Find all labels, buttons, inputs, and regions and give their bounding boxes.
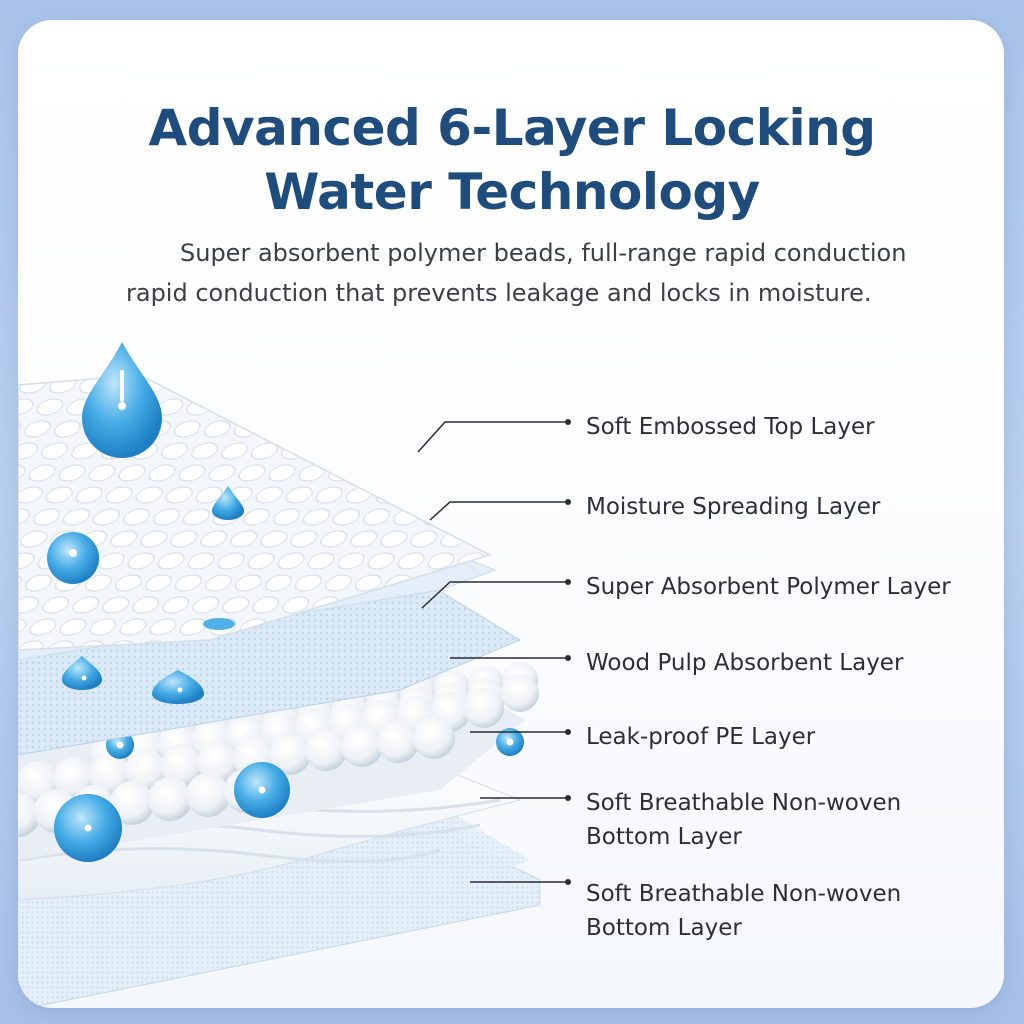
layer-label-nonwoven-2: Soft Breathable Non-woven Bottom Layer <box>586 877 1006 945</box>
layer-label-nonwoven-2-line1: Soft Breathable Non-woven <box>586 881 902 907</box>
polymer-bead <box>341 725 383 767</box>
polymer-bead <box>413 717 455 759</box>
water-bead-highlight <box>84 824 92 832</box>
layer-label-polymer: Super Absorbent Polymer Layer <box>586 574 951 600</box>
layer-label-nonwoven-2-line2: Bottom Layer <box>586 915 742 941</box>
subtitle-line-1: Super absorbent polymer beads, full-rang… <box>180 239 907 267</box>
polymer-bead <box>125 749 167 791</box>
polymer-bead <box>148 777 192 821</box>
polymer-bead <box>161 745 203 787</box>
polymer-bead <box>197 741 239 783</box>
water-bead-highlight <box>116 741 124 749</box>
layer-label-top: Soft Embossed Top Layer <box>586 414 875 440</box>
subtitle-line-2: rapid conduction that prevents leakage a… <box>126 279 872 307</box>
layer-label-leak-proof: Leak-proof PE Layer <box>586 724 816 750</box>
polymer-bead <box>305 729 347 771</box>
polymer-bead <box>110 781 154 825</box>
water-droplet-small-icon <box>212 486 244 520</box>
water-droplet-icon <box>62 656 204 704</box>
page-title: Advanced 6-Layer Locking Water Technolog… <box>0 96 1024 224</box>
leader-lines <box>417 421 568 883</box>
layer-label-nonwoven-1-line2: Bottom Layer <box>586 824 742 850</box>
layer-label-nonwoven-1-line1: Soft Breathable Non-woven <box>586 790 902 816</box>
water-bead-highlight <box>258 786 266 794</box>
water-bead-icon <box>47 532 99 584</box>
polymer-bead <box>186 773 230 817</box>
title-line-2: Water Technology <box>264 163 760 221</box>
layer-label-nonwoven-1: Soft Breathable Non-woven Bottom Layer <box>586 786 1006 854</box>
layer-label-wood-pulp: Wood Pulp Absorbent Layer <box>586 650 904 676</box>
layer-label-spreading: Moisture Spreading Layer <box>586 494 881 520</box>
title-line-1: Advanced 6-Layer Locking <box>148 99 876 157</box>
water-drop-icon <box>82 342 162 458</box>
polymer-bead <box>464 688 504 728</box>
polymer-bead <box>18 793 40 837</box>
water-bead-highlight <box>506 738 514 746</box>
polymer-bead <box>501 674 539 712</box>
polymer-bead <box>377 721 419 763</box>
polymer-bead <box>269 733 311 775</box>
